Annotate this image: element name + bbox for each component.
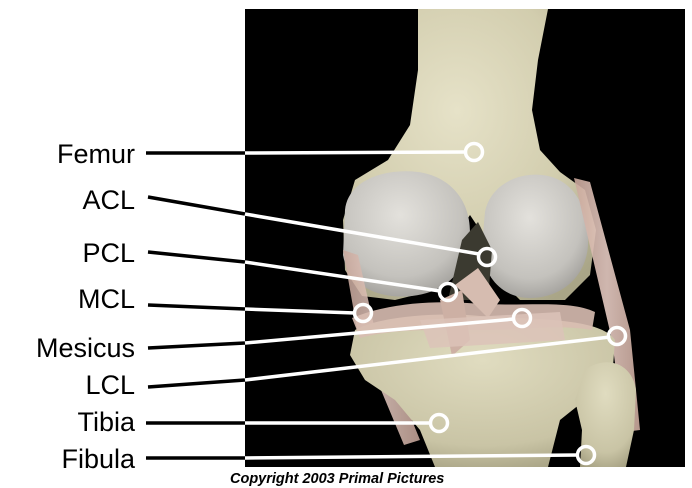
- label-pcl: PCL: [82, 238, 135, 268]
- label-fibula: Fibula: [61, 444, 136, 474]
- label-lcl: LCL: [85, 370, 135, 400]
- lateral-condyle-cartilage: [482, 175, 588, 298]
- leader-line-mcl-left: [148, 305, 245, 309]
- fibula-bone: [575, 362, 636, 467]
- leader-line-acl-left: [148, 197, 245, 214]
- copyright-notice: Copyright 2003 Primal Pictures: [230, 471, 444, 487]
- label-acl: ACL: [82, 185, 135, 215]
- leader-line-lcl-left: [148, 380, 245, 387]
- leader-line-femur-right: [245, 152, 466, 153]
- label-femur: Femur: [57, 139, 135, 169]
- label-tibia: Tibia: [77, 407, 136, 437]
- leader-line-pcl-left: [148, 252, 245, 262]
- leader-line-meniscus-left: [148, 343, 245, 348]
- label-meniscus: Mesicus: [36, 333, 135, 363]
- label-mcl: MCL: [78, 284, 135, 314]
